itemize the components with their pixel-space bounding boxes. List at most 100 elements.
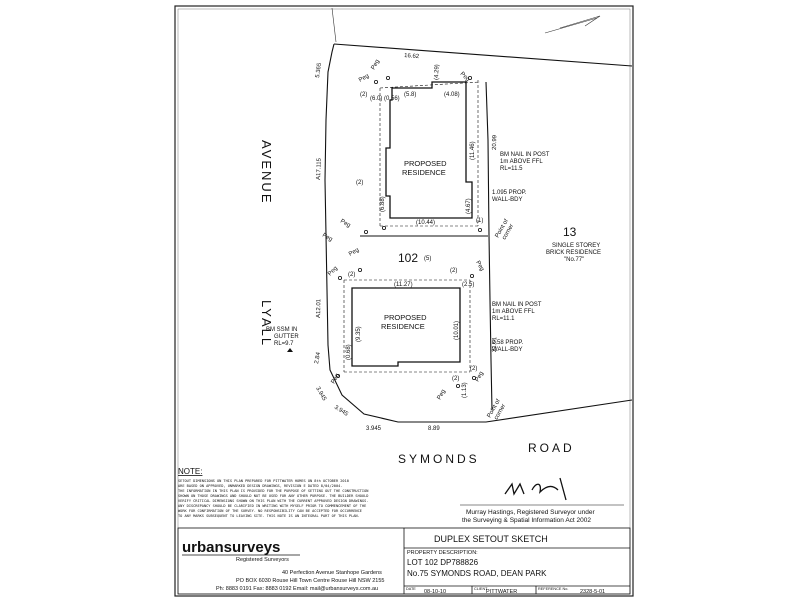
neighbour-line-1: SINGLE STOREY [552, 243, 600, 249]
surveyor-line-2: the Surveying & Spatial Information Act … [462, 517, 591, 524]
client-label: CLIENT [474, 587, 488, 591]
peg-label-10: Peg [437, 389, 448, 401]
dim-top: 16.62 [404, 53, 420, 60]
note-line-6: ANY DISCREPANCY SHOULD BE CLARIFIED IN W… [178, 504, 366, 508]
company-sub: Registered Surveyors [236, 557, 289, 563]
upper-offset-9: (6.88) [380, 196, 386, 212]
lower-offset-9: (2) [470, 366, 477, 372]
dim-right-upper: 20.99 [492, 134, 498, 150]
peg-label-3: Peg [459, 71, 471, 83]
bm-upper-1: BM NAIL IN POST [500, 152, 550, 158]
lower-offset-1: (11.27) [394, 282, 413, 288]
surveyor-signature [504, 477, 567, 501]
company-address: 40 Perfection Avenue Stanhope Gardens [282, 570, 382, 576]
upper-offset-3: (0.56) [384, 96, 400, 102]
wall-upper-2: WALL-BDY [492, 197, 522, 203]
lot-102-sub: (5) [424, 256, 431, 262]
bm-upper-3: RL=11.5 [500, 166, 523, 172]
note-line-4: SHOWN ON THOSE DRAWINGS AND SHOULD NOT B… [178, 494, 368, 498]
upper-offset-1: (6.0) [370, 96, 382, 102]
upper-offset-7: (2) [360, 92, 367, 98]
bm-ssm-2: GUTTER [274, 334, 299, 340]
upper-offset-6: (11.46) [470, 141, 476, 160]
street-symonds: SYMONDS [398, 452, 480, 466]
note-heading: NOTE: [178, 467, 202, 476]
dim-top-left: 5.365 [315, 62, 323, 78]
lower-offset-10: (1.13) [462, 382, 468, 398]
dim-bottom-left-a: 3.945 [314, 386, 327, 403]
property-lot: LOT 102 DP788826 [407, 558, 479, 567]
date-value: 08-10-10 [424, 589, 446, 595]
upper-residence-label-2: RESIDENCE [402, 168, 446, 177]
sheet-border [174, 5, 634, 597]
upper-offset-4: (4.29) [434, 64, 441, 80]
neighbour-line-3: "No.77" [564, 257, 584, 263]
lot-boundary [324, 43, 633, 423]
dim-left-upper: A17.115 [316, 157, 323, 180]
upper-offset-12: (1) [476, 218, 483, 224]
lower-offset-3: (2) [450, 268, 457, 274]
peg-label-2: Peg [371, 59, 382, 71]
upper-residence-label-1: PROPOSED [404, 159, 447, 168]
peg-label-4: Peg [339, 219, 351, 230]
dim-right-lower: 21.01 [492, 336, 498, 352]
note-line-8: TO ANY MARKS SUBSEQUENT TO LEAVING SITE.… [178, 514, 360, 518]
bm-ssm-1: BM SSM IN [266, 327, 297, 333]
peg-markers [335, 76, 482, 388]
upper-residence-setout-lines [379, 80, 481, 227]
note-line-7: WORK FOR CONFIRMATION OF THE SURVEY. NO … [178, 509, 362, 513]
date-label: DATE [406, 587, 416, 591]
bm-lower-2: 1m ABOVE FFL [492, 309, 535, 315]
lower-residence-outline [351, 287, 461, 367]
note-line-3: THE INFORMATION IN THIS PLAN IS PROVIDED… [178, 489, 368, 493]
street-road: ROAD [528, 441, 575, 455]
lower-residence-label-1: PROPOSED [384, 313, 427, 322]
dim-bottom-mid: 3.945 [366, 426, 382, 432]
upper-offset-2: (5.8) [404, 92, 416, 98]
note-line-2: ARE BASED ON APPROVED, UNMARKED DESIGN D… [178, 484, 342, 488]
property-label: PROPERTY DESCRIPTION: [407, 550, 478, 556]
ssm-marker [287, 348, 293, 352]
ref-label: REFERENCE No. [538, 587, 568, 591]
dim-bottom-left-b: 3.945 [333, 405, 349, 418]
dim-left-lower: A12.01 [316, 298, 322, 318]
dim-corner-left: 2.84 [314, 351, 322, 364]
title-block-frame [177, 527, 631, 595]
wall-lower-1: 2.58 PROP. [492, 340, 524, 346]
lower-residence-setout-lines [343, 279, 471, 373]
surveyor-line-1: Murray Hastings, Registered Surveyor und… [466, 509, 595, 516]
peg-label-8: Peg [474, 260, 485, 272]
note-body: SETOUT DIMENSIONS ON THIS PLAN PREPARED … [178, 479, 368, 518]
lower-offset-6: (10.01) [454, 321, 460, 340]
note-line-5: VERIFY CRITICAL DIMENSIONS SHOWN ON THIS… [178, 499, 368, 503]
company-contact: Ph: 8883 0191 Fax: 8883 0192 Email: mail… [216, 586, 378, 592]
note-line-1: SETOUT DIMENSIONS ON THIS PLAN PREPARED … [178, 479, 349, 483]
upper-offset-8: (2) [356, 180, 363, 186]
lower-offset-7: (0.68) [346, 344, 352, 360]
peg-label-5: Peg [321, 233, 333, 244]
upper-offset-5: (4.08) [444, 92, 460, 98]
peg-label-1: Peg [358, 73, 370, 84]
company-po-box: PO BOX 6030 Rouse Hill Town Centre Rouse… [236, 578, 384, 584]
bm-upper-2: 1m ABOVE FFL [500, 159, 543, 165]
lower-offset-5: (9.35) [356, 326, 362, 342]
neighbour-line-2: BRICK RESIDENCE [546, 250, 601, 256]
lower-offset-4: (2.5) [462, 282, 474, 288]
street-lyall: LYALL [259, 300, 274, 347]
client-value: PITTWATER [486, 589, 517, 595]
wall-lower-2: WALL-BDY [492, 347, 522, 353]
lower-offset-2: (2) [348, 272, 355, 278]
ref-value: 2328-5-01 [580, 589, 605, 595]
property-street: No.75 SYMONDS ROAD, DEAN PARK [407, 569, 547, 578]
company-logo: urbansurveys [182, 539, 280, 556]
peg-label-9: Peg [331, 373, 342, 385]
lower-offset-8: (2) [452, 376, 459, 382]
peg-label-7: Peg [327, 266, 339, 278]
street-avenue: AVENUE [259, 140, 274, 205]
lot-102-label: 102 [398, 251, 418, 265]
dim-bottom-right: 8.89 [428, 426, 440, 432]
upper-offset-11: (10.44) [416, 220, 435, 226]
upper-residence-outline [385, 81, 473, 219]
peg-label-6: Peg [348, 247, 360, 258]
